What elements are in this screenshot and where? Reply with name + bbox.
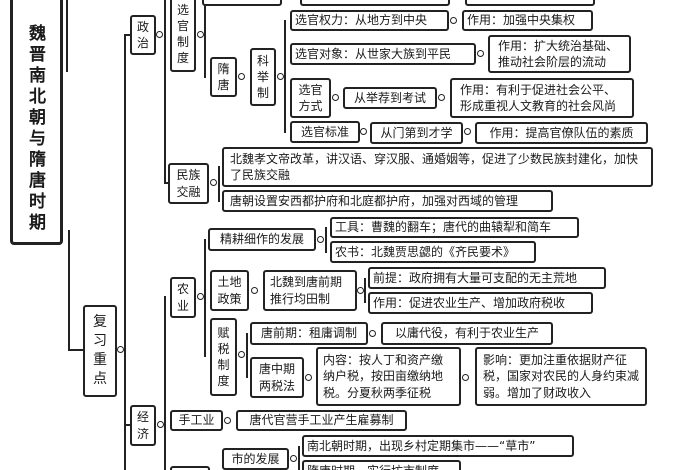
economy-node: 经济 [130, 405, 156, 446]
node-handle [450, 17, 457, 24]
selection-standard-effect: 作用：提高官僚队伍的素质 [475, 122, 648, 144]
connector [364, 278, 366, 303]
connector [164, 296, 166, 470]
node-handle [438, 94, 445, 101]
selection-method-effect: 作用：有利于促进社会公平、形成重视人文教育的社会风尚 [450, 78, 634, 118]
politics-node: 政治 [130, 15, 156, 55]
connector [284, 20, 286, 133]
connector [325, 227, 327, 253]
land-item: 前提：政府拥有大量可支配的无主荒地 [368, 267, 606, 289]
selection-power-effect: 作用：加强中央集权 [462, 10, 593, 31]
handicraft-item: 唐代官营手工业产生雇募制 [236, 410, 407, 431]
intensive-farming-node: 精耕细作的发展 [208, 228, 316, 251]
keju-node: 科举制 [250, 48, 276, 106]
node-handle [360, 128, 367, 135]
selection-target: 选官对象：从世家大族到平民 [290, 43, 476, 65]
node-handle [477, 50, 484, 57]
connector [68, 349, 84, 351]
connector [124, 34, 131, 36]
ethnic-item: 北魏孝文帝改革，讲汉语、穿汉服、通婚姻等，促进了少数民族封建化，加快了民族交融 [222, 147, 653, 187]
connector [218, 166, 220, 202]
two-tax-node: 唐中期两税法 [250, 357, 304, 398]
selection-power: 选官权力：从地方到中央 [290, 10, 449, 31]
cut-node [465, 0, 595, 6]
connector [124, 424, 131, 426]
connector [298, 446, 300, 470]
zuyongdiao-node: 唐前期：租庸调制 [250, 322, 368, 345]
node-handle [197, 293, 204, 300]
tax-system-node: 赋税制度 [210, 318, 237, 396]
two-tax-effect: 影响：更加注重依据财产征税，国家对农民的人身约束减弱。增加了财政收入 [475, 347, 647, 406]
two-tax-content: 内容：按人丁和资产缴纳户税，按田亩缴纳地税。分夏秋两季征税 [316, 347, 461, 406]
node-handle [238, 73, 245, 80]
node-handle [369, 330, 376, 337]
sui-tang-node: 隋唐 [210, 57, 237, 97]
node-handle [462, 374, 469, 381]
equal-field-node: 北魏到唐前期推行均田制 [263, 270, 357, 311]
market-node: 市的发展 [222, 448, 289, 470]
connector [204, 0, 206, 78]
land-policy-node: 土地政策 [210, 270, 249, 311]
node-handle [332, 94, 339, 101]
review-node: 复习重点 [83, 305, 117, 397]
node-handle [224, 417, 231, 424]
map-title: 魏晋南北朝与隋唐时期 [10, 0, 63, 245]
connector [164, 0, 166, 184]
intensive-item: 农书：北魏贾思勰的《齐民要术》 [330, 241, 536, 263]
connector [204, 239, 206, 357]
node-handle [117, 346, 124, 353]
node-handle [357, 287, 364, 294]
land-item: 作用：促进农业生产、增加政府税收 [368, 292, 593, 314]
connector [68, 230, 70, 351]
cut-node [202, 0, 282, 6]
node-handle [156, 31, 163, 38]
market-item: 南北朝时期，出现乡村定期集市——“草市” [302, 435, 574, 457]
node-handle [238, 351, 245, 358]
cut-node [170, 466, 210, 470]
node-handle [290, 455, 297, 462]
cut-node [300, 0, 450, 6]
zuyongdiao-effect: 以庸代役，有利于农业生产 [381, 322, 553, 345]
selection-method: 从举荐到考试 [343, 87, 437, 109]
agriculture-node: 农业 [170, 277, 196, 318]
node-handle [251, 287, 258, 294]
selection-standard: 从门第到才学 [370, 122, 463, 144]
node-handle [197, 31, 204, 38]
node-handle [210, 179, 217, 186]
node-handle [317, 236, 324, 243]
market-item: 隋唐时期，实行坊市制度 [302, 460, 461, 470]
node-handle [277, 73, 284, 80]
connector [246, 333, 248, 378]
selection-standard-label: 选官标准 [290, 121, 360, 143]
ethnic-fusion-node: 民族交融 [168, 163, 209, 204]
ethnic-item: 唐朝设置安西都护府和北庭都护府，加强对西域的管理 [222, 190, 553, 212]
connector [66, 0, 68, 72]
connector [124, 34, 126, 470]
selection-system-node: 选官制度 [170, 0, 196, 72]
intensive-item: 工具：曹魏的翻车；唐代的曲辕犁和简车 [330, 217, 579, 238]
selection-target-effect: 作用：扩大统治基础、推动社会阶层的流动 [488, 35, 631, 73]
connector [164, 182, 170, 184]
node-handle [305, 374, 312, 381]
handicraft-node: 手工业 [170, 410, 223, 431]
node-handle [464, 128, 471, 135]
node-handle [157, 421, 164, 428]
selection-method-label: 选官方式 [290, 78, 331, 118]
